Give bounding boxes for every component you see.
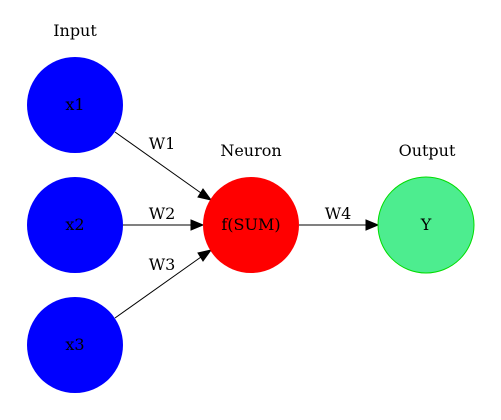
input-group-label: Input — [53, 21, 97, 40]
arrowhead-x3-neuron — [197, 249, 213, 262]
arrowhead-x2-neuron — [190, 219, 205, 231]
input-node-x2 — [27, 177, 123, 273]
input-node-x3 — [27, 297, 123, 393]
input-node-x2-label: x2 — [65, 215, 84, 234]
weight-label-w3: W3 — [149, 255, 176, 274]
weight-label-w4: W4 — [325, 204, 352, 223]
input-node-x3-label: x3 — [65, 335, 84, 354]
arrowhead-x1-neuron — [197, 188, 213, 201]
edge-x1-neuron — [114, 131, 202, 194]
neuron-node-label: f(SUM) — [221, 215, 280, 234]
output-group-label: Output — [399, 141, 456, 160]
arrowhead-neuron-output — [365, 219, 380, 231]
neuron-group-label: Neuron — [220, 141, 281, 160]
input-node-x1-label: x1 — [65, 95, 84, 114]
weight-label-w2: W2 — [149, 204, 176, 223]
weight-label-w1: W1 — [149, 134, 176, 153]
edge-x3-neuron — [114, 256, 202, 319]
output-node-label: Y — [420, 215, 432, 234]
neuron-node — [203, 177, 299, 273]
output-node — [377, 176, 475, 274]
input-node-x1 — [27, 57, 123, 153]
